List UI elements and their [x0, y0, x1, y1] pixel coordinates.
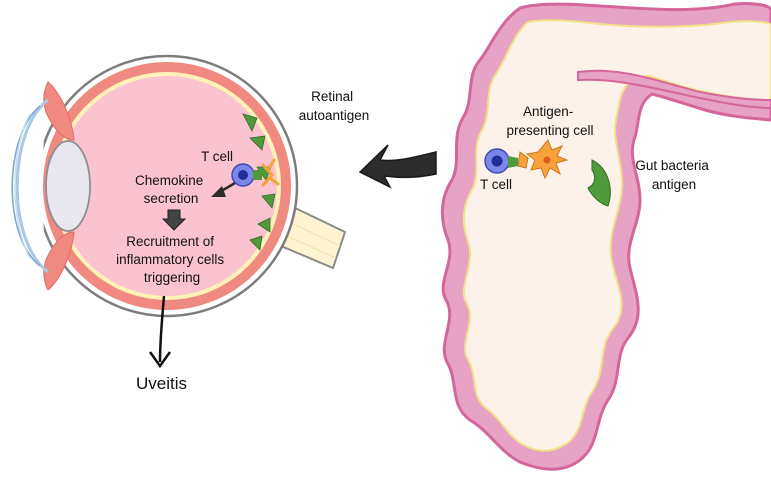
- gut-to-eye-arrow: [358, 144, 437, 189]
- antigen-presenting-cell-label: Antigen- presenting cell: [506, 104, 593, 138]
- vitreous-body: [57, 76, 277, 296]
- antigen-4: [261, 193, 276, 209]
- gut-t-cell: [484, 148, 518, 174]
- iris-upper: [43, 81, 75, 141]
- antigen-2: [249, 135, 266, 151]
- recruitment-to-uveitis-line: [158, 295, 166, 363]
- retinal-autoantigen-label: Retinal autoantigen: [299, 89, 370, 123]
- antigen-1: [242, 113, 258, 132]
- iris-lower: [43, 231, 75, 291]
- recruitment-label: Recruitment of inflammatory cells trigge…: [116, 234, 228, 285]
- antigen-5: [257, 217, 271, 233]
- antigen-6: [249, 235, 263, 251]
- eye-t-cell: [231, 158, 280, 187]
- eye-t-cell-label: T cell: [201, 149, 233, 164]
- gut-t-cell-label: T cell: [480, 177, 512, 192]
- antigen-presenting-cell: [517, 139, 569, 180]
- uveitis-label: Uveitis: [136, 374, 187, 393]
- intestine-fold: [577, 69, 771, 110]
- chemokine-to-recruitment-arrow: [161, 209, 187, 231]
- gut-bacteria-antigen-label: Gut bacteria antigen: [635, 158, 712, 192]
- lens: [45, 140, 91, 232]
- cornea: [15, 98, 49, 274]
- chemokine-secretion-label: Chemokine secretion: [135, 173, 207, 206]
- eye: [0, 40, 347, 369]
- gut: [440, 2, 771, 471]
- gut-bacteria-antigen: [587, 159, 611, 207]
